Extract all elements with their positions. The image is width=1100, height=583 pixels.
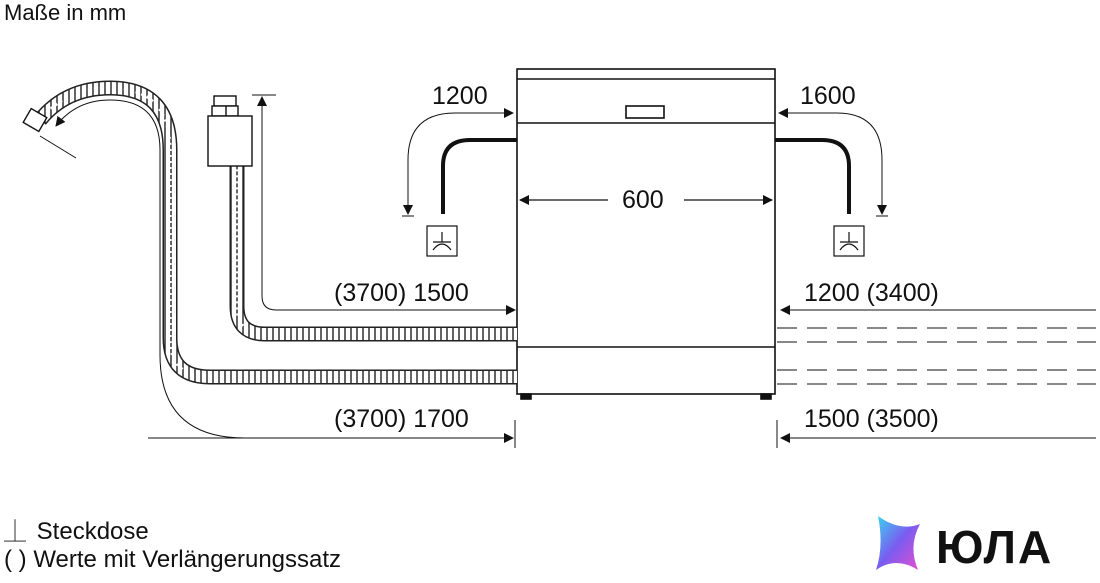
power-socket-right-icon: [833, 225, 865, 257]
socket-legend-icon: ⏊: [4, 519, 27, 544]
legend-extension-label: Werte mit Verlängerungssatz: [33, 546, 342, 573]
drain-dimension: [39, 99, 516, 448]
power-socket-left-icon: [426, 225, 458, 257]
dimension-top-left: 1200: [432, 82, 488, 110]
dishwasher-outline: [516, 68, 776, 400]
legend-paren-symbol: ( ): [4, 546, 27, 573]
power-cable-right: [775, 108, 888, 217]
water-tap-icon: [207, 95, 253, 167]
brand-logo-text: ЮЛА: [936, 521, 1054, 573]
legend-extension: ( ) Werte mit Verlängerungssatz: [4, 548, 341, 572]
brand-logo: ЮЛА: [872, 512, 1096, 576]
logo-star-icon: [876, 516, 920, 570]
dimension-top-right: 1600: [800, 82, 856, 110]
units-title: Maße in mm: [4, 0, 127, 25]
legend-socket-label: Steckdose: [36, 518, 149, 545]
inlet-dimension: [252, 94, 516, 315]
dimension-hose-left-upper: (3700) 1500: [334, 279, 469, 307]
control-panel-display: [625, 105, 665, 119]
inlet-hose: [229, 166, 517, 342]
power-cable-left: [402, 108, 517, 217]
dimension-width: 600: [622, 186, 664, 214]
drain-hose: [34, 80, 517, 385]
dimension-hose-right-upper: 1200 (3400): [804, 279, 939, 307]
drain-hook-icon: [22, 107, 48, 133]
legend-socket: ⏊ Steckdose: [4, 520, 149, 544]
dimension-hose-left-lower: (3700) 1700: [334, 405, 469, 433]
dimension-hose-right-lower: 1500 (3500): [804, 405, 939, 433]
right-dimensions: [776, 305, 1096, 448]
